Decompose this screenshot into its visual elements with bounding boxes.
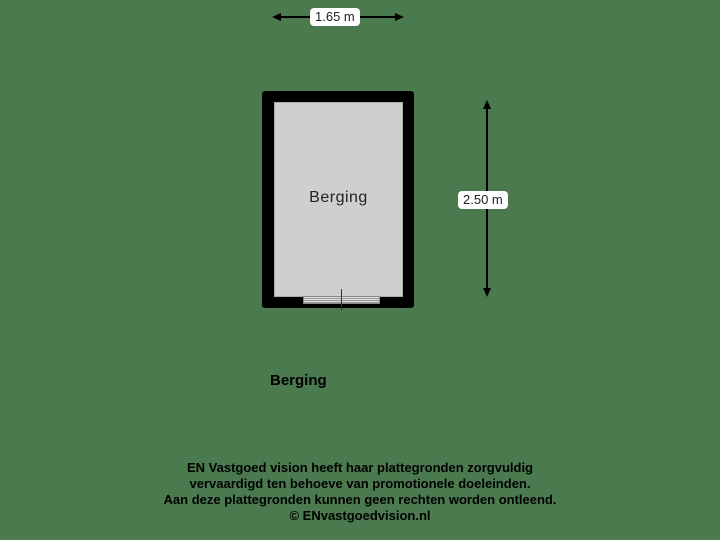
arrow-right-icon [395, 13, 404, 21]
room-floor [274, 102, 403, 297]
arrow-down-icon [483, 288, 491, 297]
door-center-mark [341, 289, 342, 310]
disclaimer-line: EN Vastgoed vision heeft haar plattegron… [187, 460, 533, 475]
disclaimer-footer: EN Vastgoed vision heeft haar plattegron… [0, 460, 720, 524]
disclaimer-line: Aan deze plattegronden kunnen geen recht… [163, 492, 557, 507]
floorplan-caption: Berging [270, 372, 327, 389]
disclaimer-line: vervaardigd ten behoeve van promotionele… [189, 476, 531, 491]
length-dimension-label: 2.50 m [458, 191, 508, 209]
room-label: Berging [309, 189, 368, 206]
width-dimension-label: 1.65 m [310, 8, 360, 26]
copyright-line: © ENvastgoedvision.nl [289, 508, 431, 523]
